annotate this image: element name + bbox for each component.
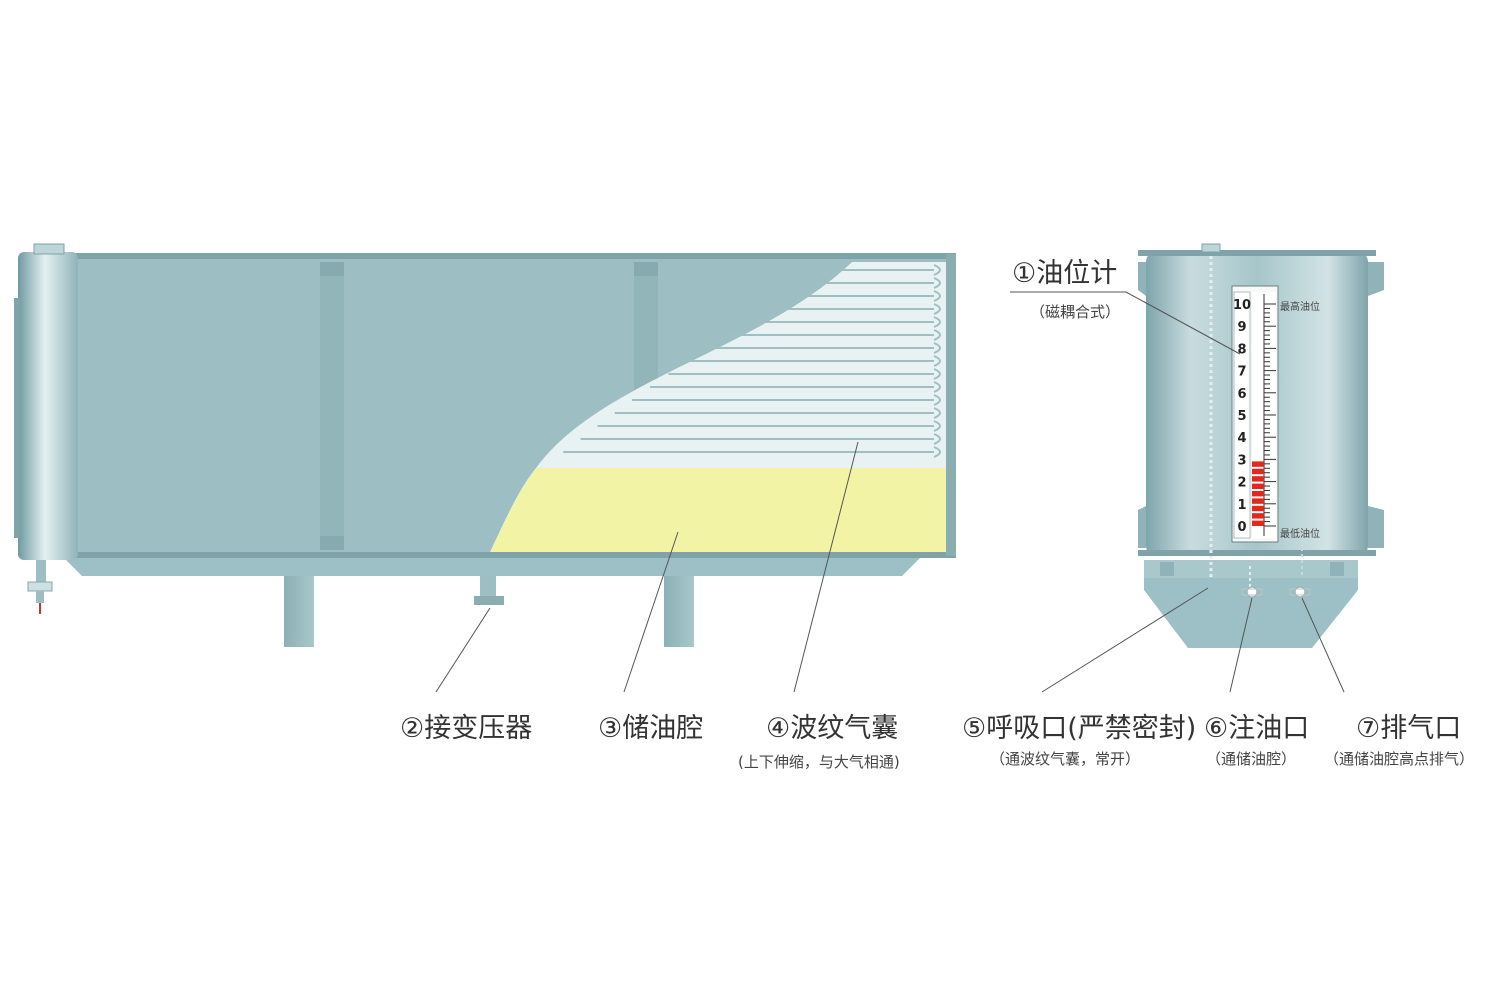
bellows-fold-edge: [933, 277, 941, 289]
gauge-level-segment: [1252, 498, 1264, 504]
gauge-scale-number: 4: [1237, 431, 1246, 446]
bellows-fold-edge: [933, 316, 941, 328]
bellows-fold-edge: [933, 290, 941, 302]
gauge-scale-number: 8: [1237, 342, 1246, 357]
support-leg: [284, 575, 314, 647]
bellows-fold-edge: [933, 342, 941, 354]
gauge-scale-number: 5: [1237, 409, 1246, 424]
bellows-fold-edge: [933, 303, 941, 315]
support-leg: [664, 575, 694, 647]
gauge-scale-number: 7: [1237, 365, 1246, 380]
rib-frame: [320, 262, 344, 550]
gauge-scale-number: 1: [1237, 498, 1246, 513]
bellows-fold-edge: [933, 381, 941, 393]
bottom-rim: [24, 552, 956, 558]
callout-3-title: ③储油腔: [598, 713, 703, 744]
bellows-fold-edge: [933, 368, 941, 380]
gauge-level-segment: [1252, 491, 1264, 497]
fill-valve: [1241, 586, 1263, 598]
gauge-level-segment: [1252, 505, 1264, 512]
top-rim: [24, 253, 956, 259]
bellows-folds: [563, 264, 941, 458]
gauge-scale-number: 10: [1233, 298, 1251, 313]
callout-5-title: ⑤呼吸口(严禁密封): [962, 713, 1196, 744]
callout-6-sub: （通储油腔）: [1206, 750, 1296, 768]
callout-1-sub: （磁耦合式）: [1030, 303, 1120, 321]
bellows-fold-edge: [933, 264, 941, 276]
gauge-min-label: 最低油位: [1280, 527, 1320, 540]
gauge-scale-number: 3: [1237, 453, 1246, 468]
drain-valve: [27, 560, 53, 614]
bellows-fold-edge: [933, 433, 941, 445]
end-cap: [18, 252, 78, 560]
side-view: [14, 243, 956, 647]
bellows-fold-edge: [933, 329, 941, 341]
bellows: [536, 262, 946, 468]
vent-valve: [1289, 586, 1311, 598]
transformer-flange: [474, 576, 504, 605]
gauge-level-segment: [1252, 461, 1264, 467]
callout-4-sub: (上下伸缩，与大气相通): [738, 753, 900, 771]
gauge-scale-number: 2: [1237, 476, 1246, 491]
gauge-scale-number: 9: [1237, 320, 1246, 335]
bellows-fold-edge: [933, 420, 941, 432]
bellows-fold-edge: [933, 394, 941, 406]
gauge-level-segment: [1252, 483, 1264, 489]
gauge-scale-number: 0: [1237, 520, 1246, 535]
gauge-level-segment: [1252, 513, 1264, 519]
callout-1-title: ①油位计: [1012, 258, 1117, 289]
leader-lines: [435, 291, 1345, 693]
callout-2-title: ②接变压器: [400, 713, 532, 744]
bellows-fold-edge: [933, 407, 941, 419]
gauge-max-label: 最高油位: [1280, 300, 1320, 313]
top-nozzle: [33, 243, 65, 255]
callout-7-sub: （通储油腔高点排气）: [1324, 750, 1474, 768]
oil-chamber: [490, 468, 946, 552]
gauge-scale-number: 6: [1237, 387, 1246, 402]
callout-4-title: ④波纹气囊: [766, 713, 898, 744]
base-skirt: [62, 556, 922, 576]
gauge-level-segment: [1252, 476, 1264, 482]
callout-7-title: ⑦排气口: [1356, 713, 1461, 744]
gauge-level-segment: [1252, 468, 1264, 475]
callout-5-sub: （通波纹气囊，常开）: [990, 750, 1140, 768]
bellows-fold-edge: [933, 355, 941, 367]
callout-6-title: ⑥注油口: [1204, 713, 1309, 744]
gauge-level-segment: [1252, 520, 1264, 526]
bellows-fold-edge: [933, 446, 941, 458]
